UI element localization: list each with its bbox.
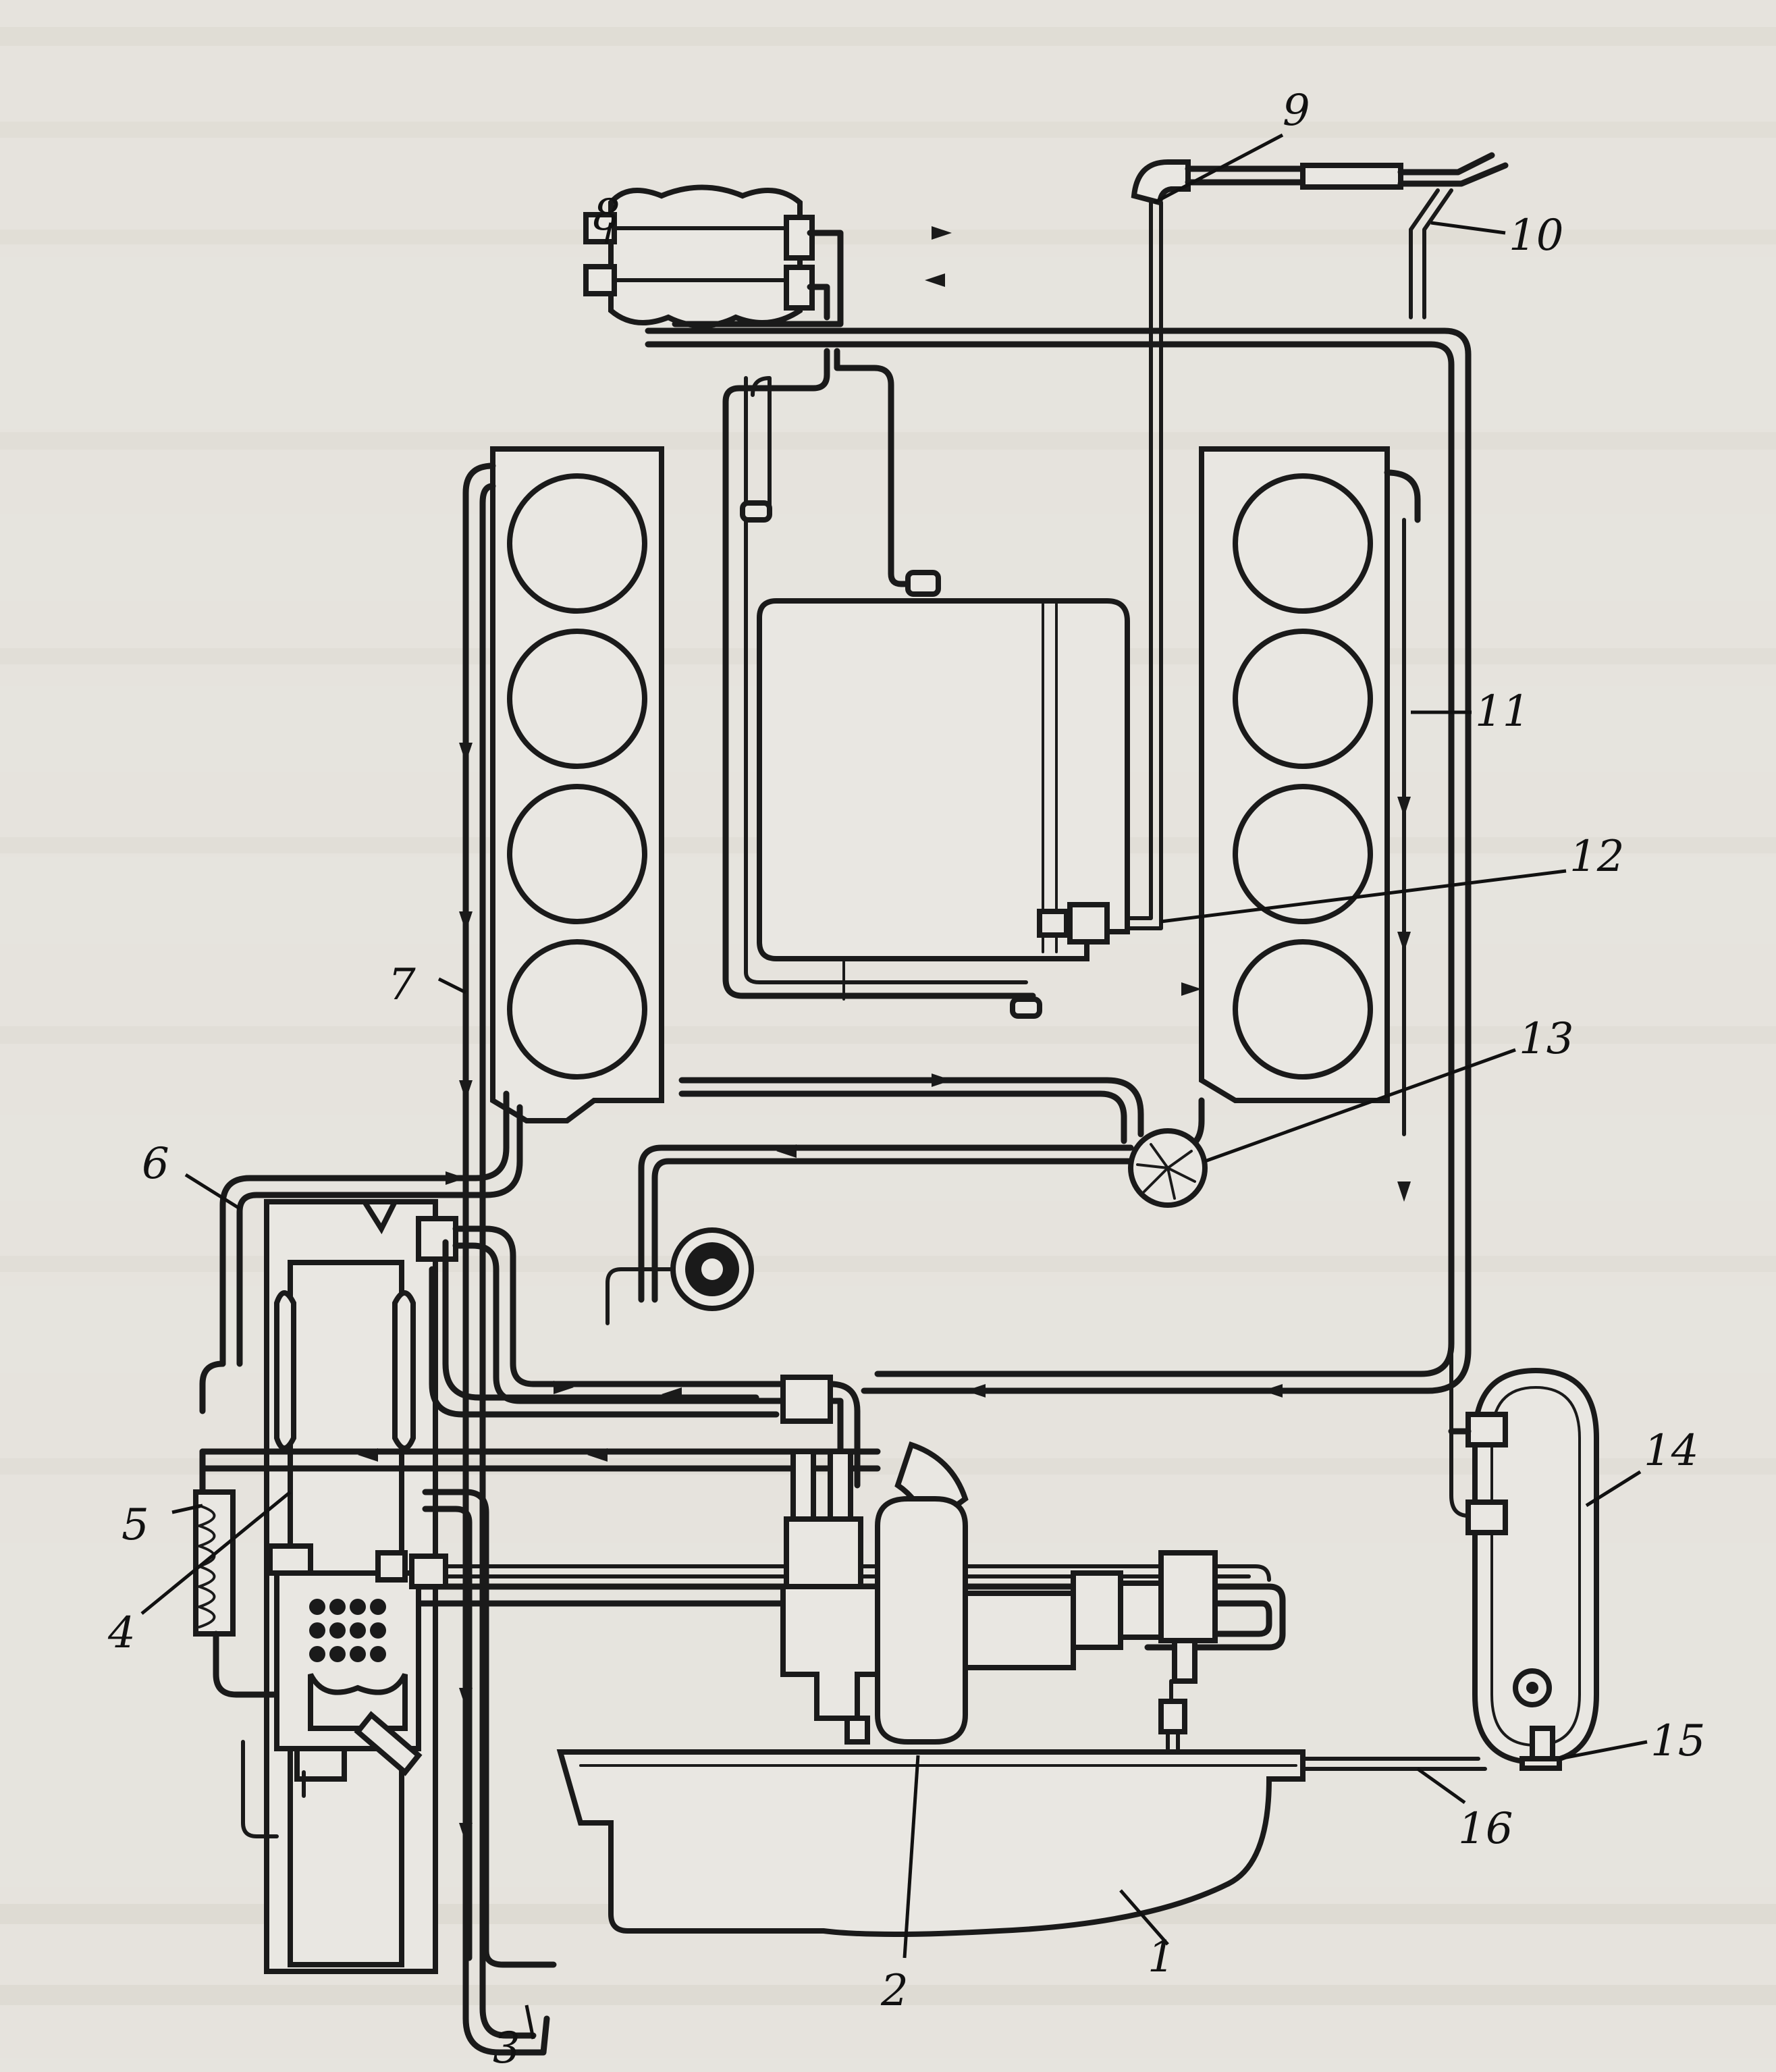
callout-3: 3: [493, 2023, 520, 2072]
tank-14: [1448, 1342, 1599, 1771]
water-pump-13: [638, 1077, 1208, 1303]
callout-11: 11: [1475, 687, 1530, 737]
heat-exchanger-5: [193, 1489, 280, 1838]
leader-lines: [140, 133, 1648, 2040]
callout-4: 4: [107, 1608, 136, 1658]
right-cylinder-block: [1199, 446, 1421, 1136]
callout-2: 2: [880, 1966, 909, 2016]
burner-block: [267, 1543, 423, 1798]
flow-arrows: [358, 226, 1411, 1843]
callout-16: 16: [1458, 1804, 1513, 1854]
expansion-tank-8: [583, 184, 844, 329]
cab-heater-box: [740, 500, 1130, 1019]
callout-10: 10: [1509, 211, 1563, 261]
callout-6: 6: [142, 1139, 169, 1189]
left-cylinder-block-7: [219, 446, 664, 1367]
callout-1: 1: [1148, 1932, 1175, 1982]
pump-motor-unit-2: [780, 1441, 1218, 1745]
bottom-header-pipes: [199, 1448, 1286, 1968]
callout-9: 9: [1283, 86, 1310, 136]
callout-15: 15: [1650, 1716, 1705, 1766]
drain-pipe-3: [462, 1175, 550, 2056]
callout-5: 5: [122, 1500, 149, 1550]
callout-8: 8: [593, 190, 620, 240]
oil-pan-1: [556, 1749, 1306, 1937]
callout-13: 13: [1519, 1014, 1573, 1064]
callout-7: 7: [388, 960, 416, 1010]
callout-12: 12: [1569, 832, 1624, 882]
callout-14: 14: [1644, 1426, 1698, 1476]
round-filter-unit: [606, 1227, 754, 1325]
tank-to-cab-heater-pipe: [722, 348, 1036, 999]
callouts: 1 2 3 4 5 6 7 8 9 10 11 12 13 14 15 16: [107, 86, 1705, 2072]
